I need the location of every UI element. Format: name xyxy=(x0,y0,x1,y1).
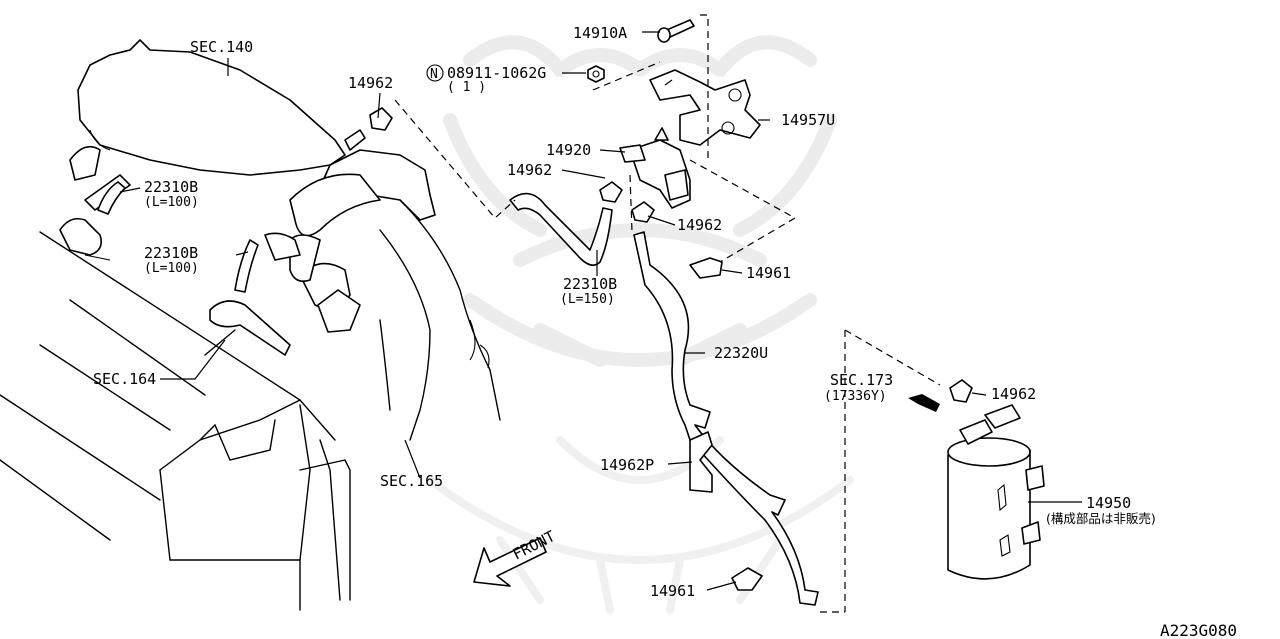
label-14961-top: 14961 xyxy=(746,264,791,282)
clamp-14961-lower xyxy=(731,567,763,591)
clip-14962-right xyxy=(631,201,655,223)
intake-manifold xyxy=(69,39,346,211)
bracket-14957u xyxy=(649,69,761,146)
label-14950: 14950 xyxy=(1086,494,1131,512)
label-14910a: 14910A xyxy=(573,24,627,42)
label-08911-qty: ( 1 ) xyxy=(447,80,486,95)
label-sec164: SEC.164 xyxy=(93,370,156,388)
label-22310b-1-length: (L=100) xyxy=(144,195,199,210)
label-14920: 14920 xyxy=(546,141,591,159)
clip-14962p xyxy=(689,431,713,493)
direction-arrow xyxy=(908,394,940,412)
label-14962-canister: 14962 xyxy=(991,385,1036,403)
hose-22310b-center xyxy=(509,192,613,266)
throttle-assembly xyxy=(264,149,501,441)
clip-14962-canister xyxy=(949,379,973,403)
label-22320u: 22320U xyxy=(714,344,768,362)
bolt-14910a xyxy=(657,19,695,43)
dashed-guides xyxy=(394,14,941,613)
label-08911-1062g: 08911-1062G xyxy=(447,64,546,82)
label-14962p: 14962P xyxy=(600,456,654,474)
canister-14950 xyxy=(947,404,1045,580)
label-sec173: SEC.173 xyxy=(830,371,893,389)
hose-22320u xyxy=(633,231,819,606)
clip-14962-top xyxy=(344,107,393,151)
hose-22310b-left-middle xyxy=(204,239,291,356)
label-sec140: SEC.140 xyxy=(190,38,253,56)
vacuum-valve-14920 xyxy=(619,127,691,209)
label-sec173-ref: (17336Y) xyxy=(824,389,887,404)
label-22310b-3-length: (L=150) xyxy=(560,292,615,307)
label-22310b-3: 22310B xyxy=(563,275,617,293)
label-22310b-2: 22310B xyxy=(144,244,198,262)
nut-08911-1062g xyxy=(587,65,605,83)
watermark-logo xyxy=(426,35,854,614)
engine-block xyxy=(0,231,351,611)
diagram-code: A223G080 xyxy=(1160,621,1237,639)
label-14950-note: (構成部品は非販売) xyxy=(1046,511,1156,526)
clip-14962-mid xyxy=(599,181,623,203)
label-14962-right: 14962 xyxy=(677,216,722,234)
label-22310b-1: 22310B xyxy=(144,178,198,196)
clamp-14961-upper xyxy=(689,257,723,279)
n-marker-circle xyxy=(426,64,444,82)
hose-22310b-left-upper xyxy=(59,181,126,261)
label-22310b-2-length: (L=100) xyxy=(144,261,199,276)
leader-lines xyxy=(119,31,1082,591)
label-n-marker: N xyxy=(430,67,438,82)
label-14961-bottom: 14961 xyxy=(650,582,695,600)
label-sec165: SEC.165 xyxy=(380,472,443,490)
front-arrow xyxy=(473,537,547,587)
label-14957u: 14957U xyxy=(781,111,835,129)
label-14962-top: 14962 xyxy=(348,74,393,92)
label-14962-mid: 14962 xyxy=(507,161,552,179)
